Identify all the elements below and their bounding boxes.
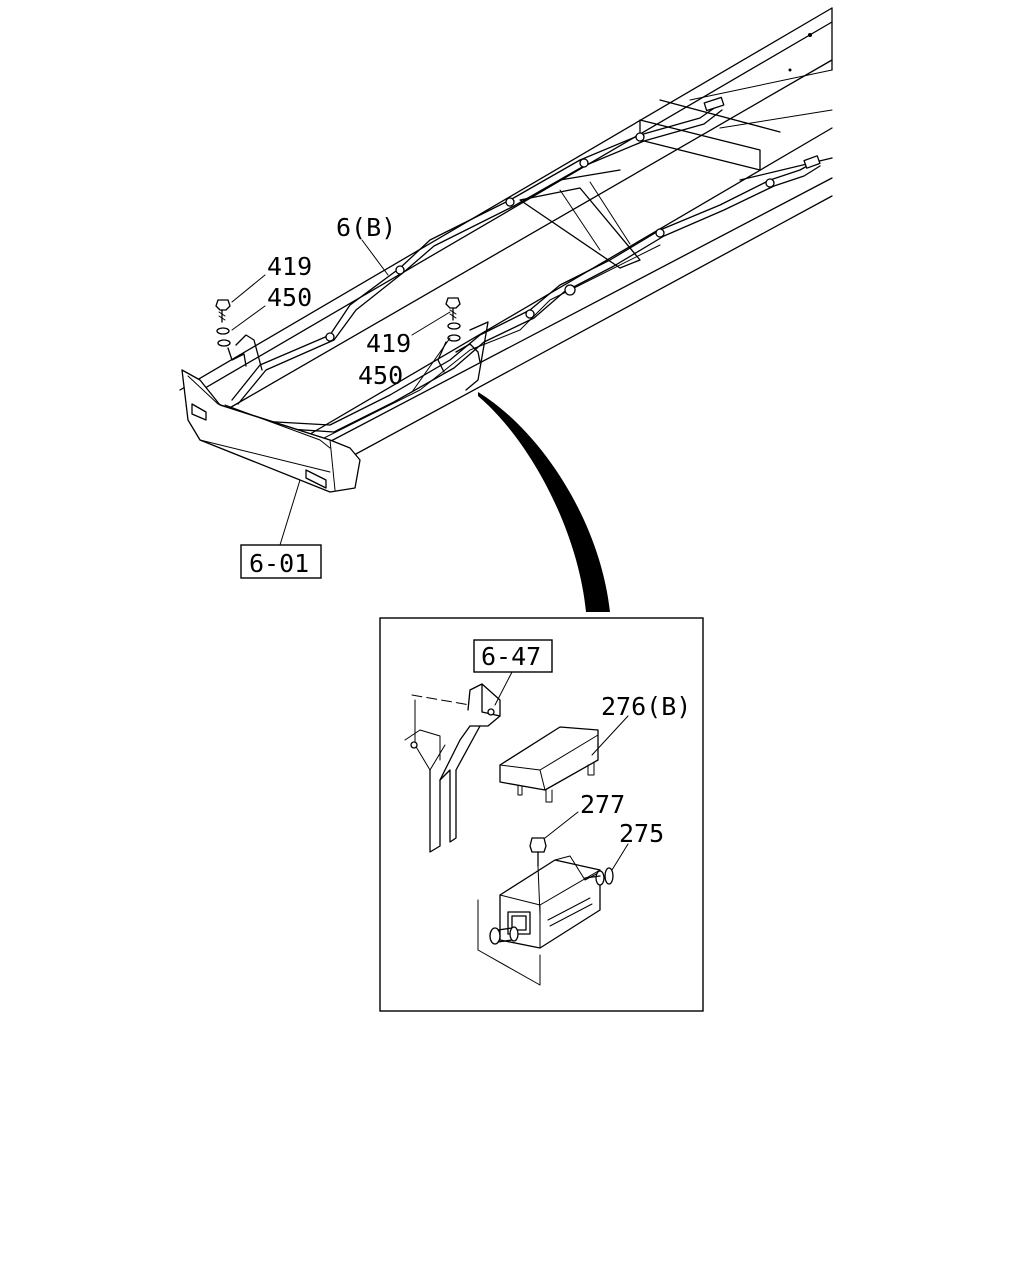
label-419-left: 419 xyxy=(267,252,312,281)
washer-450-right-2 xyxy=(447,334,461,342)
washer-450-left-2 xyxy=(217,339,231,347)
bolt-419-left xyxy=(215,299,231,323)
brake-pipes xyxy=(231,96,821,441)
label-6-47: 6-47 xyxy=(481,642,541,671)
label-450-left: 450 xyxy=(267,283,312,312)
label-450-right: 450 xyxy=(358,361,403,390)
bolt-277 xyxy=(529,837,547,916)
label-419-right: 419 xyxy=(366,329,411,358)
leader-lines xyxy=(231,239,451,546)
front-bumper xyxy=(181,369,361,493)
ref-box-6-01[interactable]: 6-01 xyxy=(240,544,322,579)
fitting-front xyxy=(489,926,519,945)
detail-callout-arrow xyxy=(478,392,610,612)
label-275: 275 xyxy=(619,819,664,848)
fitting-275 xyxy=(584,867,614,886)
label-6b: 6(B) xyxy=(336,213,396,242)
label-277: 277 xyxy=(580,790,625,819)
bolt-419-right xyxy=(445,297,461,321)
bracket-6-47 xyxy=(404,683,501,853)
cover-276b xyxy=(499,726,599,803)
washer-450-left xyxy=(216,327,230,335)
label-276b: 276(B) xyxy=(601,692,691,721)
label-6-01: 6-01 xyxy=(249,549,309,578)
inset-leader-lines xyxy=(494,671,629,871)
chassis-frame xyxy=(179,7,833,469)
inset-bracket-plate xyxy=(477,899,541,986)
ref-box-6-47[interactable]: 6-47 xyxy=(473,639,553,673)
washer-450-right xyxy=(447,322,461,330)
bracket-left xyxy=(227,334,263,371)
detail-inset-frame xyxy=(379,617,704,1012)
